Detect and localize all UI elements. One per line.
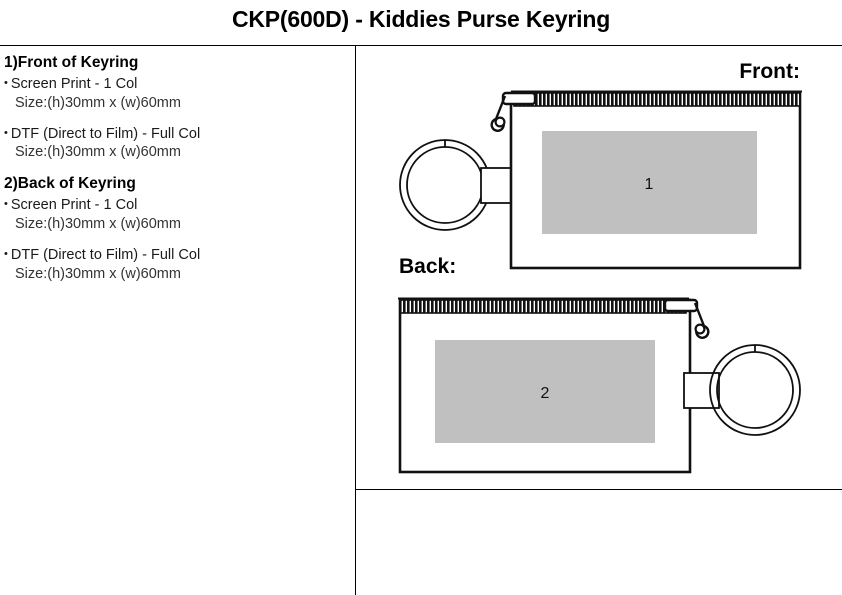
- front-print-area: [542, 131, 757, 234]
- front-keyring-icon: [399, 139, 491, 231]
- divider-horizontal-top: [0, 45, 842, 46]
- front-print-area-number: 1: [645, 176, 654, 193]
- back-zipper-band: [399, 299, 687, 314]
- spec-heading-back: 2)Back of Keyring: [4, 175, 136, 193]
- spec-method-line: •DTF (Direct to Film) - Full Col: [4, 246, 344, 265]
- back-keyring-icon: [709, 344, 801, 436]
- back-zipper-pull-icon: [663, 298, 710, 339]
- spec-method-text: Screen Print - 1 Col: [10, 75, 138, 92]
- spacer: [4, 235, 344, 246]
- spec-size-text: Size:(h)30mm x (w)60mm: [15, 94, 181, 111]
- spec-method-line: •Screen Print - 1 Col: [4, 75, 344, 94]
- front-view-label: Front:: [739, 60, 800, 83]
- spec-method-line: •Screen Print - 1 Col: [4, 196, 344, 215]
- spec-group-back: 2)Back of Keyring •Screen Print - 1 Col …: [4, 175, 344, 283]
- spec-heading-front: 1)Front of Keyring: [4, 54, 139, 71]
- artwork-panel: Front: Back:: [355, 45, 842, 489]
- spec-group-front: 1)Front of Keyring •Screen Print - 1 Col…: [4, 54, 344, 162]
- divider-vertical: [355, 45, 356, 595]
- bullet-icon: •: [4, 198, 8, 211]
- spec-size-text: Size:(h)30mm x (w)60mm: [15, 144, 181, 161]
- bullet-icon: •: [4, 126, 8, 139]
- front-zipper-pull-icon: [490, 91, 537, 132]
- spacer: [4, 114, 344, 125]
- spec-method-text: DTF (Direct to Film) - Full Col: [10, 246, 201, 263]
- spec-method-text: DTF (Direct to Film) - Full Col: [10, 125, 201, 142]
- back-print-area: [435, 340, 655, 443]
- divider-horizontal-middle: [355, 489, 842, 490]
- spec-method-line: •DTF (Direct to Film) - Full Col: [4, 125, 344, 144]
- spec-item: •Screen Print - 1 Col Size:(h)30mm x (w)…: [4, 75, 344, 113]
- bullet-icon: •: [4, 247, 8, 260]
- spec-item: •Screen Print - 1 Col Size:(h)30mm x (w)…: [4, 196, 344, 234]
- front-purse-illustration: 1: [399, 90, 802, 270]
- spec-panel: 1)Front of Keyring •Screen Print - 1 Col…: [4, 54, 344, 297]
- spec-method-text: Screen Print - 1 Col: [10, 197, 138, 214]
- back-keyring-tab: [683, 372, 720, 409]
- purse-diagram: 1 2: [398, 90, 802, 474]
- spec-item: •DTF (Direct to Film) - Full Col Size:(h…: [4, 125, 344, 163]
- spec-size-text: Size:(h)30mm x (w)60mm: [15, 265, 181, 282]
- spec-size-text: Size:(h)30mm x (w)60mm: [15, 216, 181, 233]
- back-print-area-number: 2: [541, 385, 550, 402]
- back-purse-illustration: 2: [398, 297, 801, 474]
- page-title: CKP(600D) - Kiddies Purse Keyring: [231, 6, 611, 32]
- spec-item: •DTF (Direct to Film) - Full Col Size:(h…: [4, 246, 344, 284]
- bullet-icon: •: [4, 76, 8, 89]
- front-zipper-band: [513, 92, 801, 107]
- back-view-label: Back:: [399, 255, 457, 278]
